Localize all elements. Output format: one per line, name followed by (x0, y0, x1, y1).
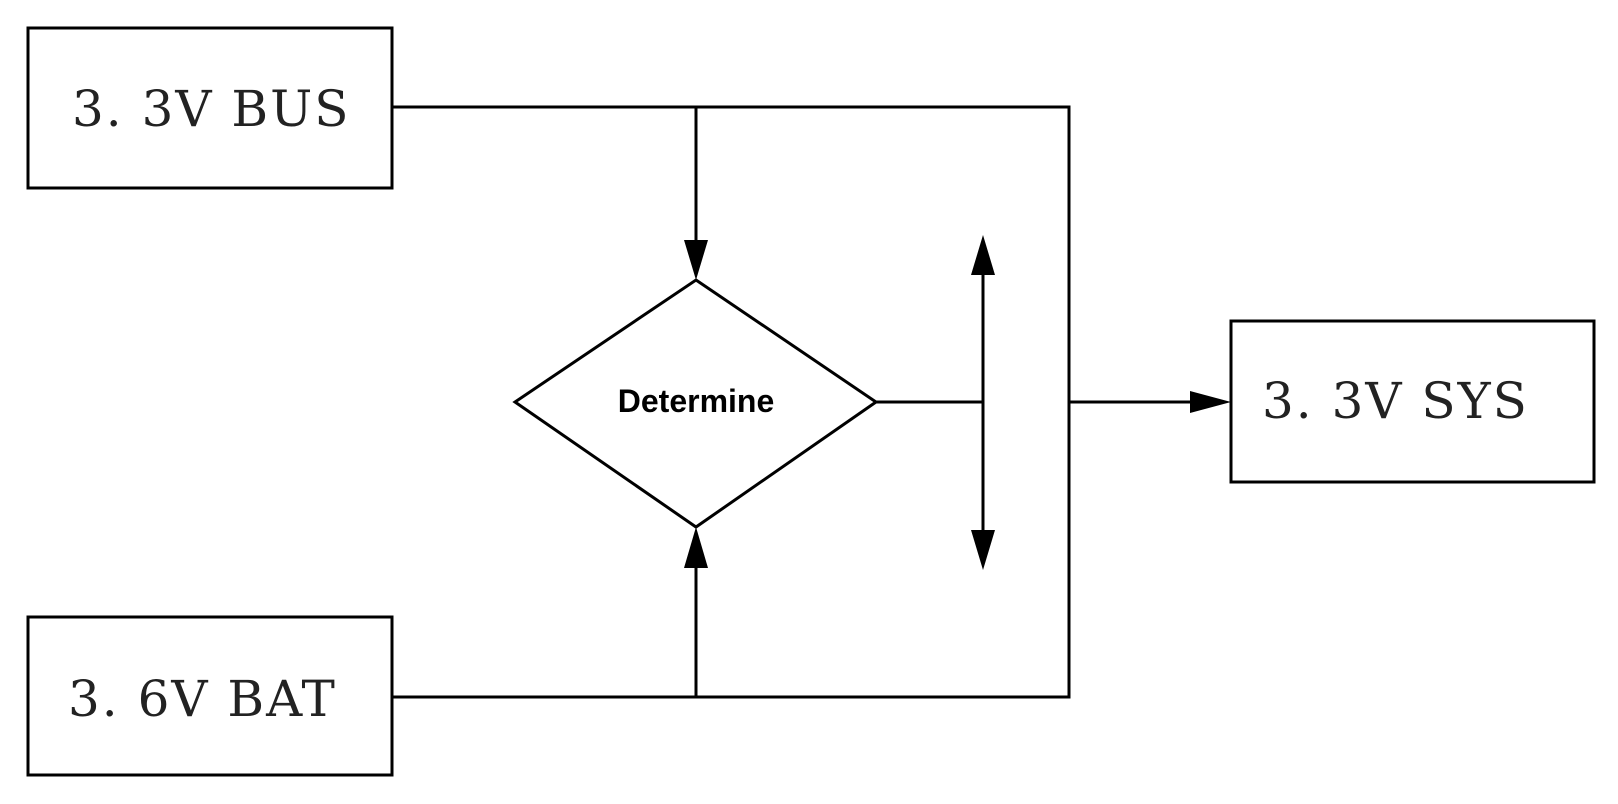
node-bus: 3. 3V BUS (26, 26, 394, 190)
rail-to-sys-arrowhead (1190, 391, 1231, 413)
bus-label: 3. 3V BUS (72, 80, 351, 138)
sys-label: 3. 3V SYS (1262, 372, 1529, 430)
switch-up-arrowhead (971, 235, 995, 275)
sys-box (1229, 319, 1596, 484)
bat-to-decision-arrowhead (684, 527, 708, 568)
node-sys: 3. 3V SYS (1229, 319, 1596, 484)
node-bat: 3. 6V BAT (26, 615, 394, 777)
bus-box (26, 26, 394, 190)
decision-label: Determine (618, 383, 775, 419)
node-decision: Determine (512, 278, 879, 529)
bat-label: 3. 6V BAT (68, 670, 337, 728)
bus-to-decision-arrowhead (684, 240, 708, 280)
switch-down-arrowhead (971, 530, 995, 570)
bat-box (26, 615, 394, 777)
